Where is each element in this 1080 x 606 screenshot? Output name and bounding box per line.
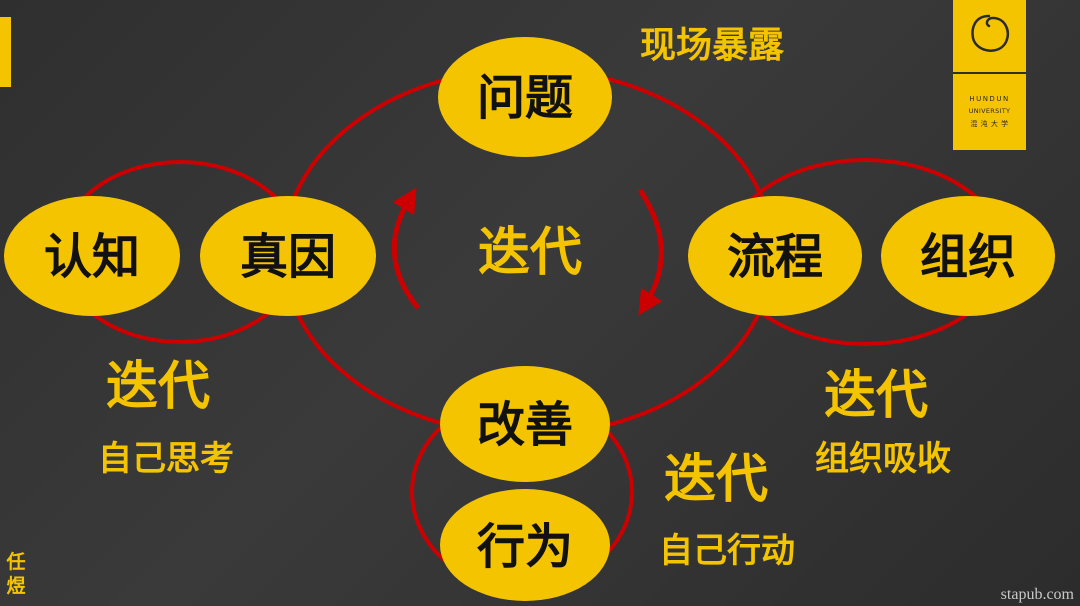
hundun-university-logo: HUNDUN UNIVERSITY 混 沌 大 学 [953,0,1026,150]
center-iteration-label: 迭代 [478,222,582,283]
node-improvement: 改善 [440,366,610,482]
logo-line2: UNIVERSITY [968,107,1011,115]
bottom-iteration-label: 迭代 [664,449,768,510]
node-organization: 组织 [881,196,1055,316]
right-arc-arrow [637,188,664,316]
left-arc-arrow [391,187,420,310]
node-cognition: 认知 [4,196,180,316]
logo-circle-icon [971,14,1010,52]
node-organization-label: 组织 [920,229,1016,285]
node-problem: 问题 [438,37,612,157]
right-iteration-label: 迭代 [824,365,928,426]
watermark: stapub.com [1000,586,1074,603]
node-cognition-label: 认知 [44,229,140,285]
node-process: 流程 [688,196,862,316]
accent-bar [0,17,11,87]
left-iteration-label: 迭代 [106,356,210,417]
right-sub-label: 组织吸收 [815,439,951,479]
logo-line3: 混 沌 大 学 [970,120,1009,128]
bottom-sub-label: 自己行动 [659,531,795,571]
left-sub-label: 自己思考 [98,439,234,479]
node-action: 行为 [440,489,610,601]
logo-line1: HUNDUN [969,95,1010,103]
node-improvement-label: 改善 [477,397,573,453]
author-name: 任煜 [6,551,26,597]
logo-divider [953,72,1026,74]
node-process-label: 流程 [727,229,823,285]
node-root-cause-label: 真因 [240,229,336,285]
node-problem-label: 问题 [477,70,573,126]
onsite-exposure-label: 现场暴露 [640,24,785,66]
node-action-label: 行为 [477,519,573,575]
node-root-cause: 真因 [200,196,376,316]
